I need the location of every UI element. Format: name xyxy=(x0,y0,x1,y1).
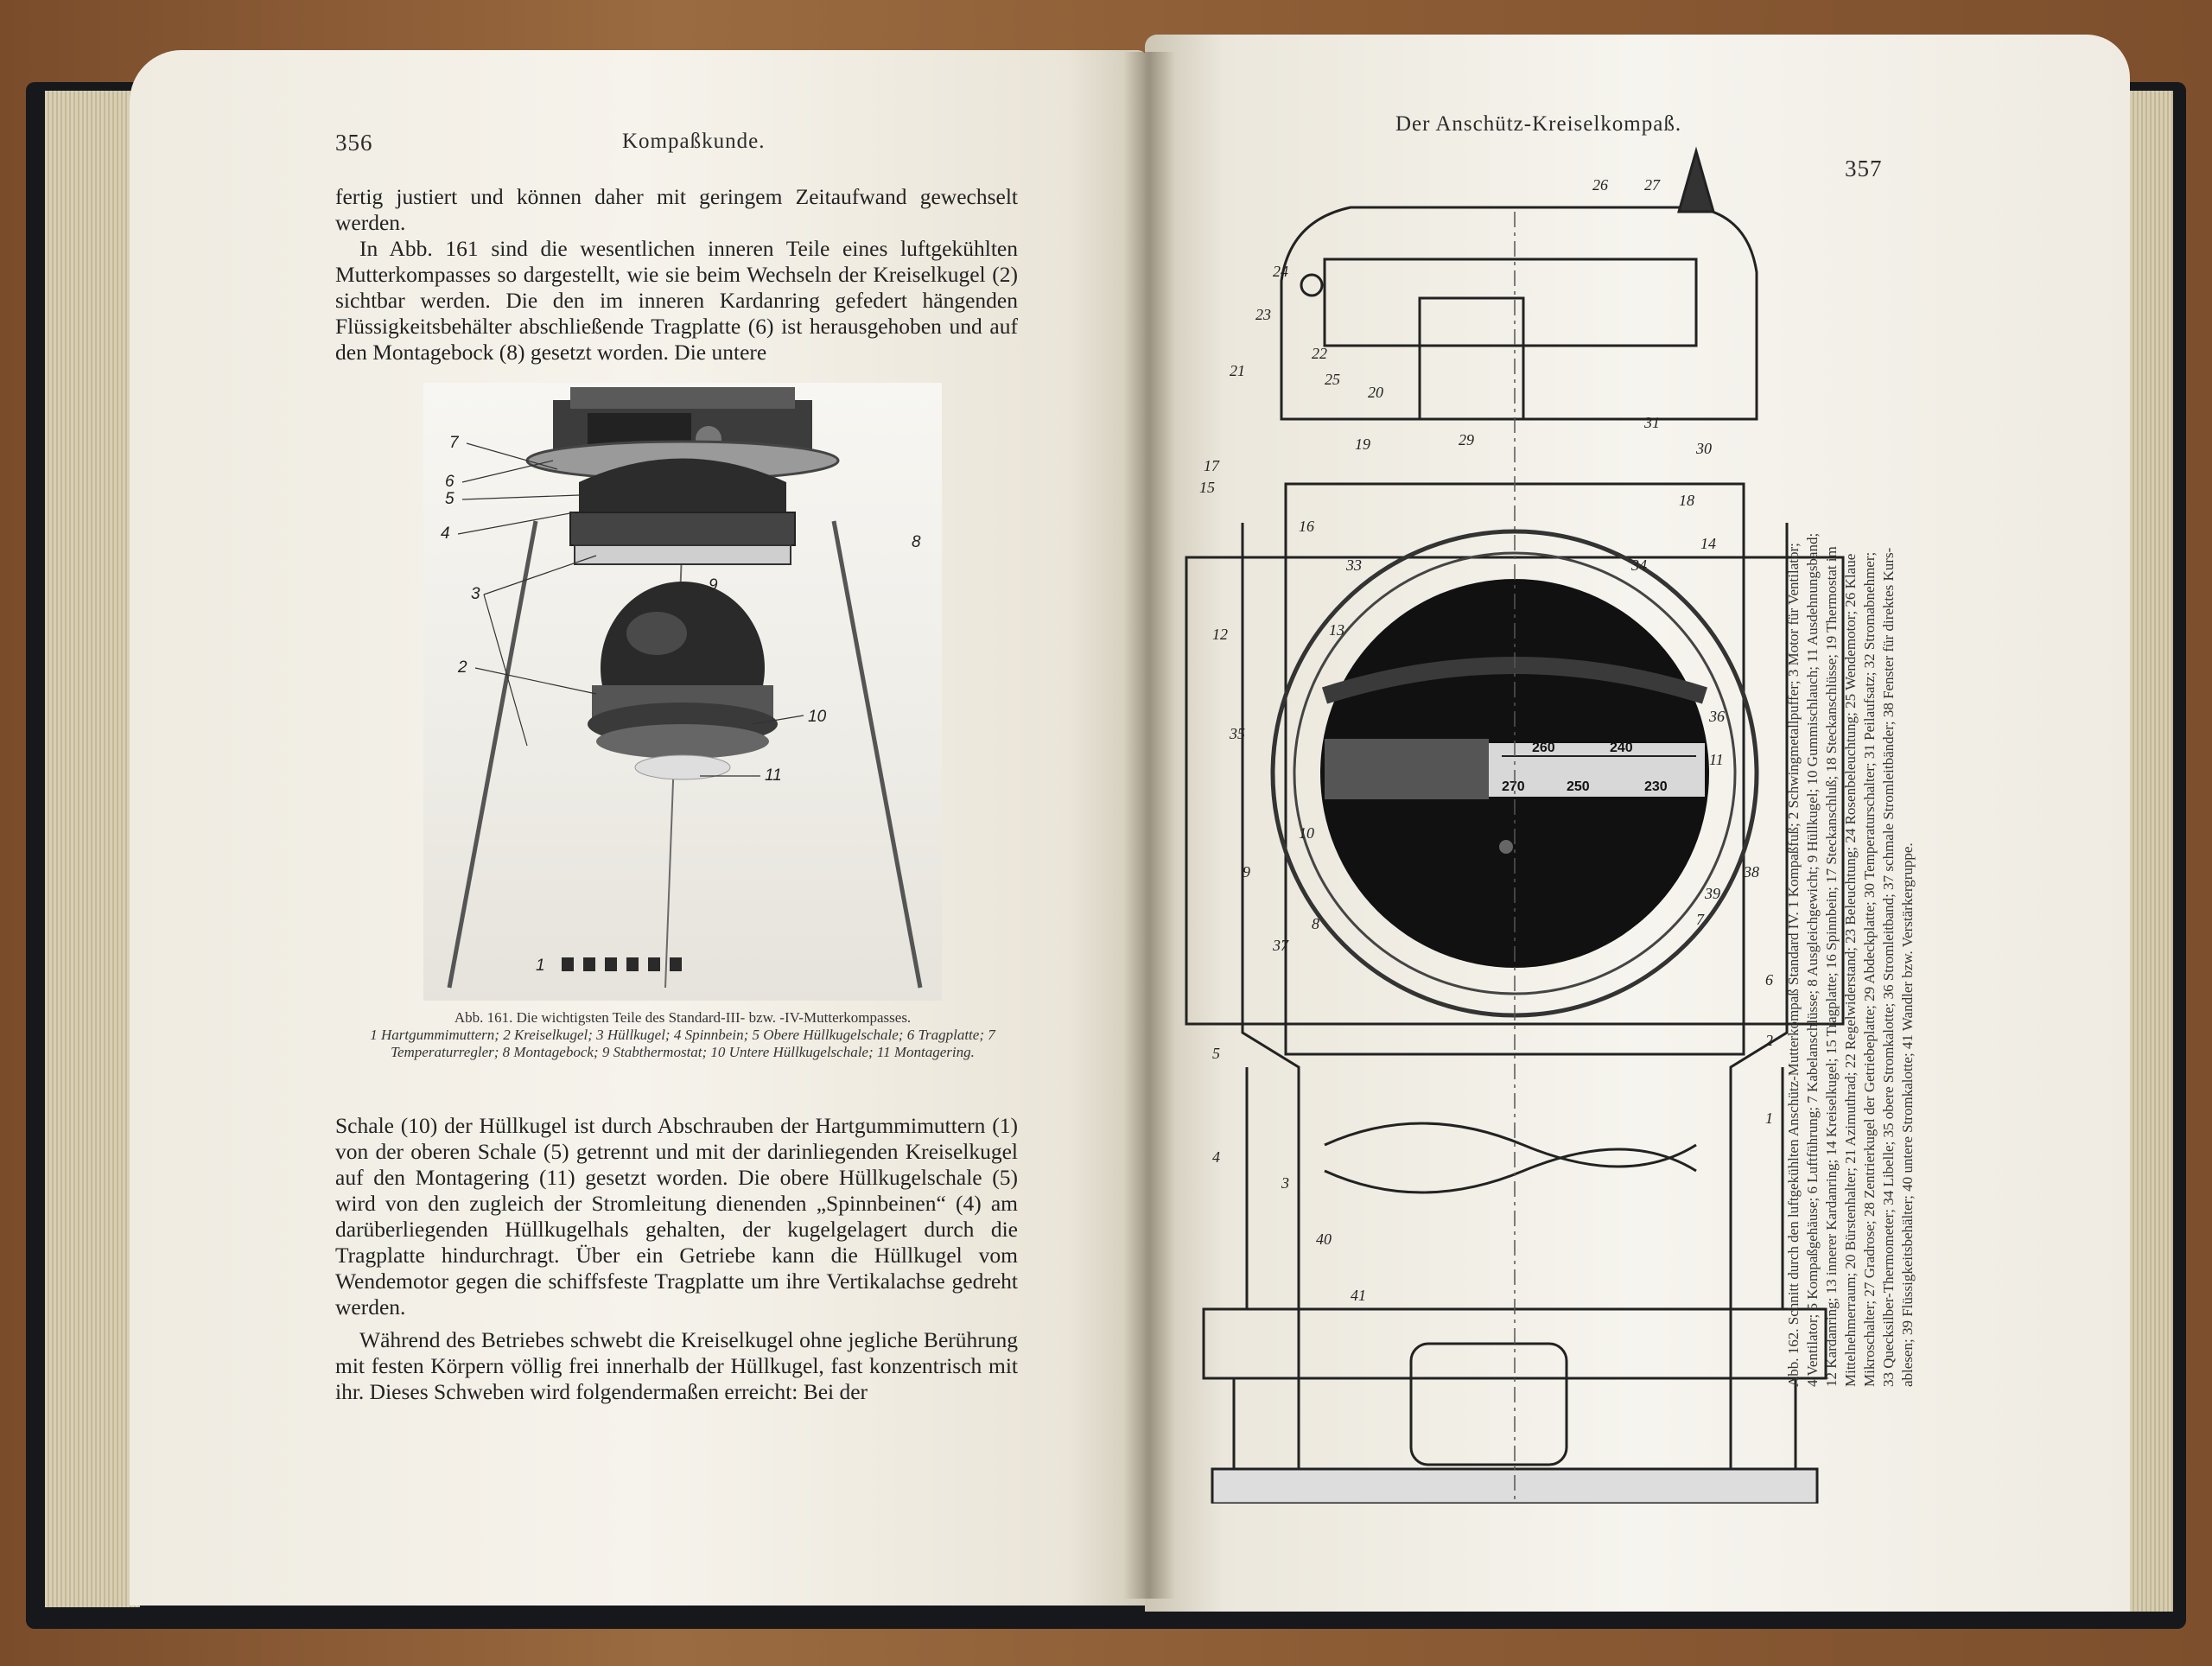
diagram-part-label: 26 xyxy=(1592,176,1608,194)
diagram-part-label: 39 xyxy=(1704,885,1720,902)
diagram-part-label: 40 xyxy=(1316,1230,1332,1248)
diagram-part-label: 11 xyxy=(1709,751,1724,768)
left-page-number: 356 xyxy=(335,130,373,156)
figure-label: 2 xyxy=(457,658,467,677)
caption-title: Abb. 161. Die wichtigsten Teile des Stan… xyxy=(454,1009,912,1026)
diagram-part-label: 19 xyxy=(1355,436,1370,453)
right-page-number: 357 xyxy=(1845,156,1883,181)
caption-line: 4 Ventilator; 5 Kompaßgehäuse; 6 Luftfüh… xyxy=(1804,532,1821,1387)
caption-line: 33 Quecksilber-Thermometer; 34 Libelle; … xyxy=(1880,547,1897,1387)
paragraph: Während des Betriebes schwebt die Kreise… xyxy=(335,1327,1018,1404)
diagram-part-label: 12 xyxy=(1212,626,1228,643)
diagram-part-label: 5 xyxy=(1212,1045,1220,1062)
figure-label: 10 xyxy=(808,708,827,726)
diagram-part-label: 29 xyxy=(1459,431,1474,448)
figure-label: 7 xyxy=(449,434,460,452)
diagram-part-label: 16 xyxy=(1299,518,1314,535)
figure-label: 4 xyxy=(441,525,450,543)
diagram-part-label: 8 xyxy=(1312,915,1319,932)
caption-legend: 1 Hartgummimuttern; 2 Kreiselkugel; 3 Hü… xyxy=(370,1027,995,1060)
left-text-top: fertig justiert und können daher mit ger… xyxy=(335,184,1018,366)
diagram-part-label: 4 xyxy=(1212,1148,1220,1166)
diagram-part-label: 20 xyxy=(1368,384,1383,401)
diagram-part-label: 1 xyxy=(1765,1110,1773,1127)
diagram-part-label: 7 xyxy=(1696,911,1705,928)
left-page: 356 Kompaßkunde. fertig justiert und kön… xyxy=(130,50,1149,1606)
diagram-part-label: 10 xyxy=(1299,824,1314,842)
diagram-part-label: 30 xyxy=(1695,440,1712,457)
figure-label: 3 xyxy=(471,585,480,603)
diagram-part-label: 34 xyxy=(1630,556,1647,574)
diagram-part-label: 6 xyxy=(1765,971,1773,989)
diagram-part-label: 21 xyxy=(1230,362,1245,379)
caption-line: Abb. 162. Schnitt durch den luftgekühlte… xyxy=(1785,543,1802,1387)
diagram-part-label: 27 xyxy=(1644,176,1661,194)
figure-label: 5 xyxy=(445,490,454,508)
diagram-part-label: 15 xyxy=(1199,479,1215,496)
right-running-head: Der Anschütz-Kreiselkompaß. xyxy=(1395,112,1682,136)
diagram-part-label: 35 xyxy=(1229,725,1245,742)
paragraph: fertig justiert und können daher mit ger… xyxy=(335,184,1018,235)
diagram-part-label: 17 xyxy=(1204,457,1220,474)
scale-number: 270 xyxy=(1502,779,1525,794)
book-gutter xyxy=(1123,52,1175,1599)
diagram-part-label: 18 xyxy=(1679,492,1694,509)
paragraph: In Abb. 161 sind die wesentlichen innere… xyxy=(335,236,1018,365)
diagram-part-label: 38 xyxy=(1743,863,1759,881)
diagram-part-label: 3 xyxy=(1281,1174,1289,1192)
diagram-part-label: 25 xyxy=(1325,371,1340,388)
diagram-part-label: 13 xyxy=(1329,621,1344,639)
diagram-part-label: 33 xyxy=(1345,556,1362,574)
left-running-head: Kompaßkunde. xyxy=(622,130,766,153)
figure-label: 1 xyxy=(536,957,545,975)
diagram-part-label: 41 xyxy=(1351,1287,1366,1304)
caption-line: Mittelnehmerraum; 20 Bürstenhalter; 21 A… xyxy=(1842,553,1859,1387)
page-edges-left xyxy=(45,91,140,1607)
diagram-part-label: 9 xyxy=(1243,863,1250,881)
figure-161-caption: Abb. 161. Die wichtigsten Teile des Stan… xyxy=(341,1009,1024,1061)
right-page: Der Anschütz-Kreiselkompaß. 357 xyxy=(1145,35,2130,1612)
figure-label: 8 xyxy=(912,533,921,551)
diagram-part-label: 22 xyxy=(1312,345,1327,362)
caption-line: 12 Kardanring; 13 innerer Kardanring; 14… xyxy=(1823,546,1840,1387)
scale-number: 230 xyxy=(1644,779,1668,794)
diagram-part-label: 36 xyxy=(1708,708,1725,725)
caption-line: Mikroschalter; 27 Gradrose; 28 Zentrierk… xyxy=(1861,551,1878,1387)
scale-number: 240 xyxy=(1610,741,1633,755)
caption-line: ablesen; 39 Flüssigkeitsbehälter; 40 unt… xyxy=(1899,843,1916,1387)
left-text-bottom: Schale (10) der Hüllkugel ist durch Absc… xyxy=(335,1113,1018,1405)
diagram-part-label: 31 xyxy=(1643,414,1660,431)
figure-label: 9 xyxy=(709,576,718,595)
figure-label: 11 xyxy=(765,766,782,785)
scale-number: 250 xyxy=(1567,779,1590,794)
diagram-part-label: 2 xyxy=(1765,1032,1773,1049)
paragraph: Schale (10) der Hüllkugel ist durch Absc… xyxy=(335,1113,1018,1319)
diagram-part-label: 14 xyxy=(1700,535,1716,552)
figure-label: 6 xyxy=(445,473,454,491)
diagram-part-label: 37 xyxy=(1272,937,1289,954)
diagram-part-label: 24 xyxy=(1273,263,1288,280)
scale-number: 260 xyxy=(1532,741,1555,755)
compass-parts-illustration: 7 6 5 4 8 3 9 2 10 11 1 xyxy=(441,387,923,989)
figure-162-caption: Abb. 162. Schnitt durch den luftgekühlte… xyxy=(1784,143,1992,1387)
diagram-part-label: 23 xyxy=(1255,306,1271,323)
figure-161-photo: 7 6 5 4 8 3 9 2 10 11 1 xyxy=(423,383,942,1001)
